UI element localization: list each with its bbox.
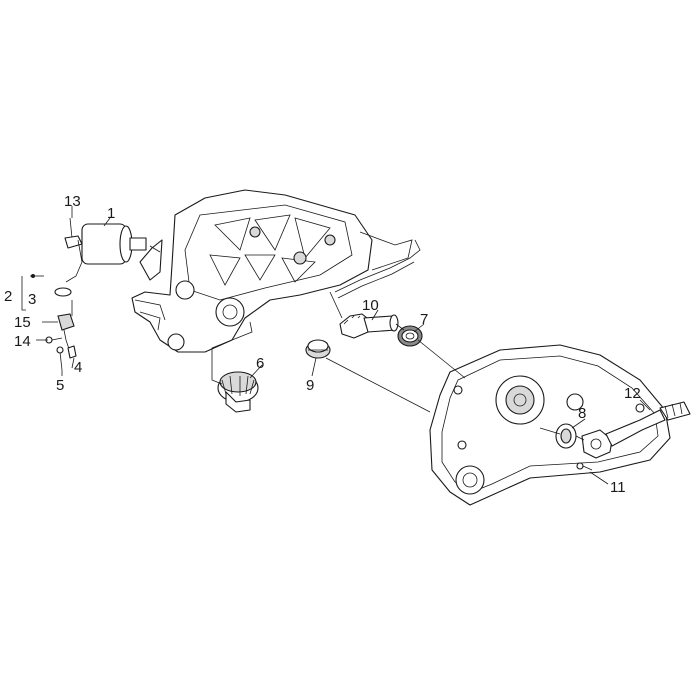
callout-5: 5 (56, 377, 64, 394)
callout-9: 9 (306, 377, 314, 394)
callout-13: 13 (64, 193, 81, 210)
kickstart-shaft (339, 313, 399, 339)
callout-4: 4 (74, 359, 82, 376)
lever-bolt (576, 462, 593, 471)
starter-wiring-group (21, 217, 83, 371)
callout-labels: 1 2 3 4 5 6 7 8 9 10 11 12 13 14 15 (4, 193, 641, 496)
callout-11: 11 (610, 479, 626, 496)
transmission-cover (429, 344, 671, 506)
return-spring (397, 325, 423, 347)
reduction-gear-assembly (217, 371, 259, 413)
cover-gasket (334, 239, 421, 299)
callout-3: 3 (28, 291, 36, 308)
callout-7: 7 (420, 311, 428, 328)
starter-drive-pinion (305, 339, 331, 359)
oil-seal (555, 423, 577, 449)
callout-15: 15 (14, 314, 31, 331)
callout-14: 14 (14, 333, 31, 350)
callout-12: 12 (624, 385, 641, 402)
callout-8: 8 (578, 405, 586, 422)
kick-start-lever (581, 401, 691, 459)
callout-6: 6 (256, 355, 264, 372)
callout-2: 2 (4, 288, 12, 305)
alignment-lines (71, 291, 585, 441)
callout-10: 10 (362, 297, 379, 314)
callout-leaders (36, 206, 651, 485)
callout-1: 1 (107, 205, 115, 222)
crankcase-half (131, 189, 413, 353)
starter-motor (81, 223, 163, 281)
